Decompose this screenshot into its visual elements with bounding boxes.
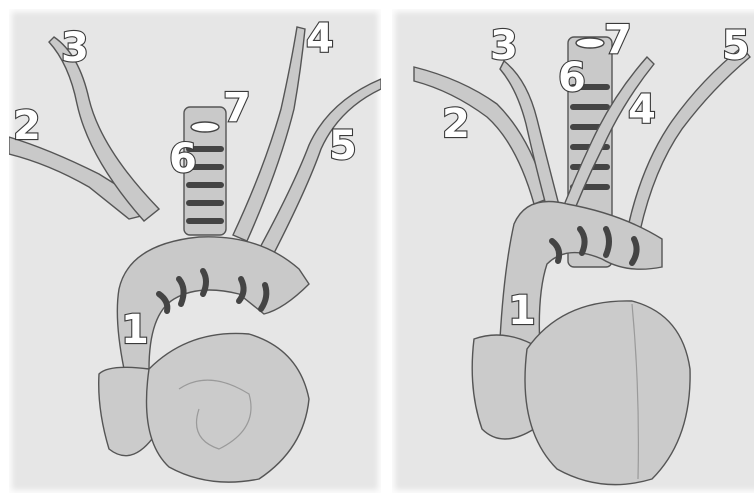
left-label-2: 2 [13,103,41,149]
right-label-6: 6 [558,55,586,101]
right-label-1: 1 [508,288,536,334]
right-label-7: 7 [604,17,632,63]
right-label-2: 2 [442,101,470,147]
left-label-6: 6 [169,136,197,182]
left-label-4: 4 [306,16,334,62]
left-label-3: 3 [61,25,89,71]
left-heart-drawing: 3 2 4 5 7 6 1 [9,9,381,493]
right-label-4: 4 [628,87,656,133]
right-diagram-panel: 3 2 6 7 4 5 1 [392,9,754,493]
right-heart [525,301,690,485]
left-esophagus-6 [191,122,219,132]
left-label-1: 1 [121,307,149,353]
left-label-7: 7 [223,85,251,131]
right-esophagus-6 [576,38,604,48]
left-diagram-panel: 3 2 4 5 7 6 1 [9,9,381,493]
right-label-5: 5 [722,23,750,69]
right-heart-drawing: 3 2 6 7 4 5 1 [392,9,754,493]
right-label-3: 3 [490,23,518,69]
left-heart [147,333,310,482]
right-vessel-2 [414,67,547,204]
left-label-5: 5 [329,123,357,169]
